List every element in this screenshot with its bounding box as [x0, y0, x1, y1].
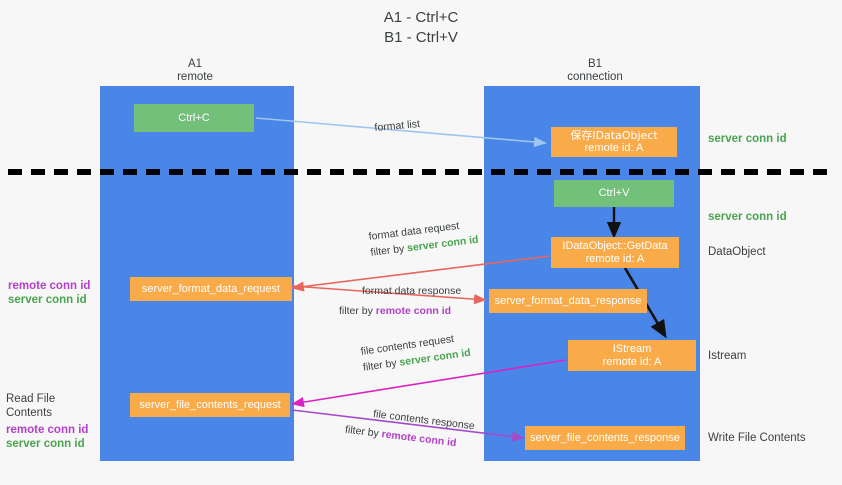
label-readfile-server-conn-id: server conn id [6, 438, 85, 450]
node-ctrl-c[interactable]: Ctrl+C [134, 104, 254, 132]
node-getdata-line1: IDataObject::GetData [562, 239, 668, 252]
filter-prefix-1: filter by [369, 242, 408, 259]
node-server-format-data-request[interactable]: server_format_data_request [130, 277, 292, 301]
title-line-2: B1 - Ctrl+V [384, 29, 458, 46]
node-istream-line2: remote id: A [602, 355, 662, 368]
node-server-file-contents-response[interactable]: server_file_contents_response [525, 426, 685, 450]
node-save-idataobject-line2: remote id: A [584, 142, 644, 154]
filter-prefix-4: filter by [344, 423, 383, 441]
column-b1-name: B1 [587, 58, 603, 70]
column-a1-name: A1 [187, 58, 203, 70]
label-read-file-contents-heading: Read File Contents [6, 393, 56, 419]
label-format-remote-conn-id: remote conn id [8, 280, 91, 292]
node-save-idataobject-line1: 保存IDataObject [570, 129, 658, 142]
label-read-file-contents-block: Read File Contents remote conn id server… [6, 392, 102, 451]
column-b1-role: connection [567, 71, 623, 83]
node-server-format-data-response[interactable]: server_format_data_response [489, 289, 647, 313]
arrowlabel-format-data-response-filter: filter by remote conn id [339, 305, 461, 318]
node-idataobject-getdata[interactable]: IDataObject::GetData remote id: A [551, 237, 679, 268]
label-server-conn-id-top: server conn id [708, 133, 787, 145]
filter-prefix-3: filter by [362, 356, 401, 374]
node-server-file-contents-request[interactable]: server_file_contents_request [130, 393, 290, 417]
node-istream-line1: IStream [612, 342, 652, 355]
node-istream[interactable]: IStream remote id: A [568, 340, 696, 371]
node-server-file-contents-response-label: server_file_contents_response [530, 431, 680, 444]
arrowlabel-format-list: format list [374, 118, 420, 135]
column-header-b1: B1 connection [515, 58, 675, 84]
label-readfile-remote-conn-id: remote conn id [6, 424, 89, 436]
label-server-conn-id-second: server conn id [708, 211, 787, 223]
label-format-server-conn-id: server conn id [8, 294, 87, 306]
column-a1-role: remote [177, 71, 213, 83]
node-server-format-data-response-label: server_format_data_response [494, 294, 642, 307]
node-ctrl-v[interactable]: Ctrl+V [554, 180, 674, 207]
arrowlabel-format-data-response: format data response filter by remote co… [339, 285, 462, 318]
node-ctrl-c-label: Ctrl+C [178, 111, 210, 124]
diagram-title: A1 - Ctrl+C B1 - Ctrl+V [0, 8, 842, 48]
label-format-conn-block: remote conn id server conn id [8, 279, 98, 307]
node-server-file-contents-request-label: server_file_contents_request [139, 398, 281, 411]
arrowlabel-format-data-response-main: format data response [362, 285, 462, 297]
arrowlabel-file-contents-response: file contents response filter by remote … [344, 408, 475, 452]
arrowlabel-format-data-request: format data request filter by server con… [368, 218, 479, 260]
arrowlabel-file-contents-request: file contents request filter by server c… [360, 331, 472, 375]
label-dataobject: DataObject [708, 246, 766, 258]
arrowlabel-format-list-main: format list [374, 118, 421, 134]
node-getdata-line2: remote id: A [585, 252, 645, 265]
node-server-format-data-request-label: server_format_data_request [141, 282, 281, 295]
filter-value-2: remote conn id [375, 305, 452, 317]
filter-value-4: remote conn id [380, 428, 458, 450]
filter-prefix-2: filter by [339, 305, 376, 317]
node-ctrl-v-label: Ctrl+V [598, 187, 630, 199]
node-save-idataobject[interactable]: 保存IDataObject remote id: A [551, 127, 677, 157]
column-header-a1: A1 remote [115, 58, 275, 84]
title-line-1: A1 - Ctrl+C [383, 9, 459, 26]
label-istream: Istream [708, 350, 747, 362]
label-write-file-contents: Write File Contents [708, 432, 806, 444]
